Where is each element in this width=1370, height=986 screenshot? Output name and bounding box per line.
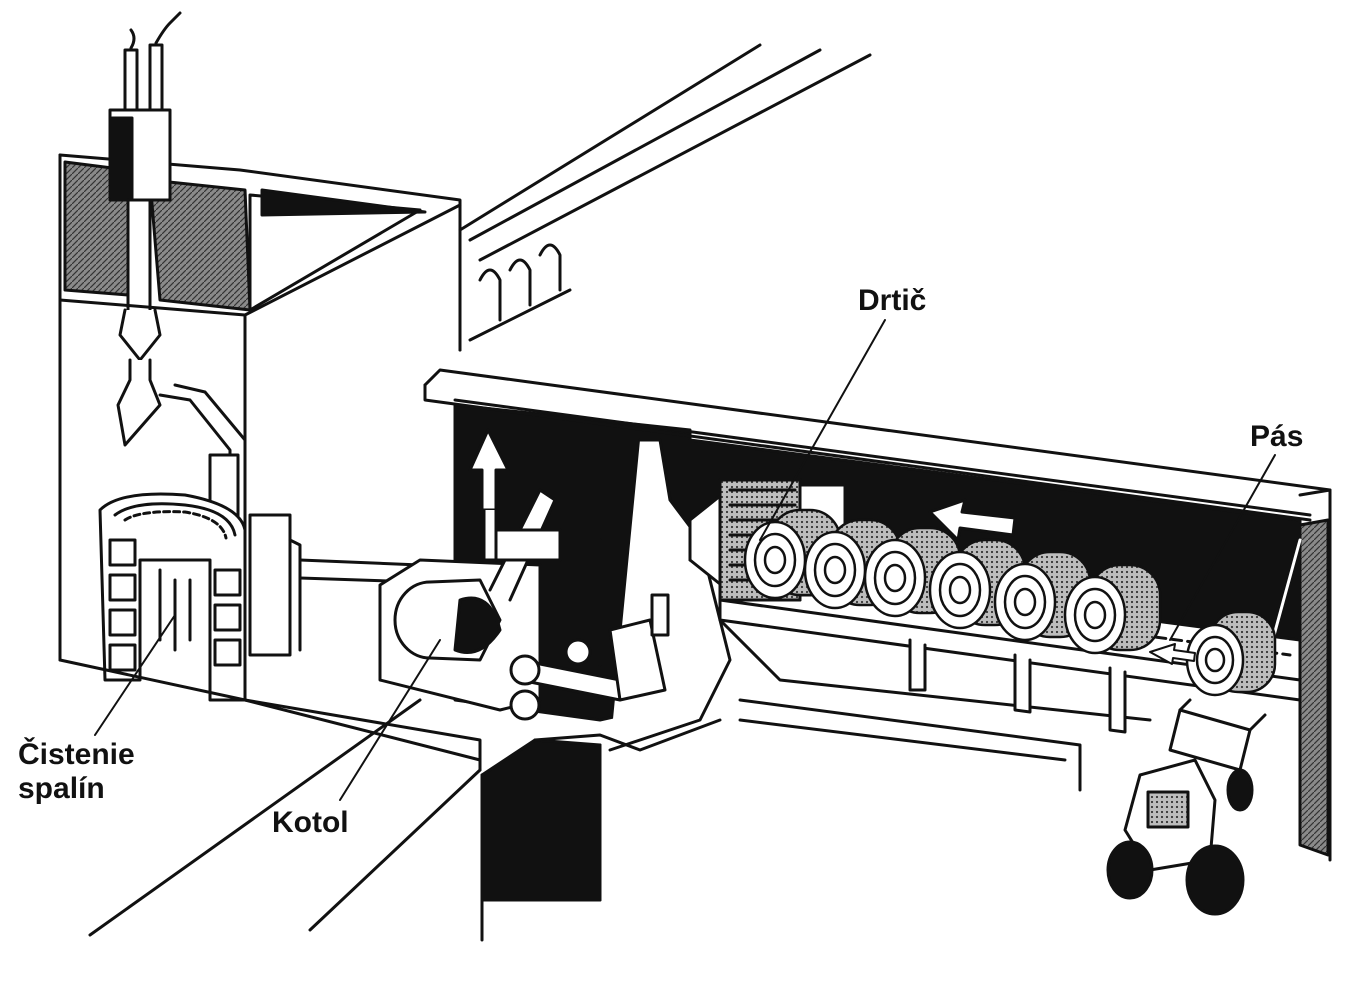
label-flue-gas-cleaning-line2: spalín (18, 772, 105, 805)
label-belt: Pás (1250, 420, 1304, 453)
conveyor-belt (718, 598, 1302, 734)
leader-kotol (339, 639, 441, 801)
straw-bales (743, 508, 1277, 697)
left-arrow-icon (928, 498, 1017, 542)
lower-dark-block (480, 738, 602, 902)
leader-lines (94, 319, 1276, 801)
cyclone-duct (116, 308, 247, 527)
end-wall-shaded (1298, 518, 1330, 857)
bale (1185, 610, 1277, 697)
label-boiler: Kotol (272, 806, 349, 839)
roof-opening-dark (260, 188, 427, 217)
flue-gas-cleaning-unit (98, 492, 302, 702)
label-flue-gas-cleaning-line1: Čistenie (18, 738, 135, 771)
bale (1063, 563, 1162, 655)
label-flue-gas-cleaning: Čistenie spalín (18, 738, 135, 806)
label-crusher: Drtič (858, 284, 927, 317)
leader-pas (1169, 454, 1276, 641)
leader-cistenie (94, 614, 176, 736)
chimney (108, 11, 182, 312)
belt-arrow-icon (1149, 643, 1196, 665)
leader-drtic (759, 319, 886, 541)
floor-slab (58, 658, 1082, 942)
left-building (58, 153, 462, 702)
tractor (1106, 698, 1267, 916)
